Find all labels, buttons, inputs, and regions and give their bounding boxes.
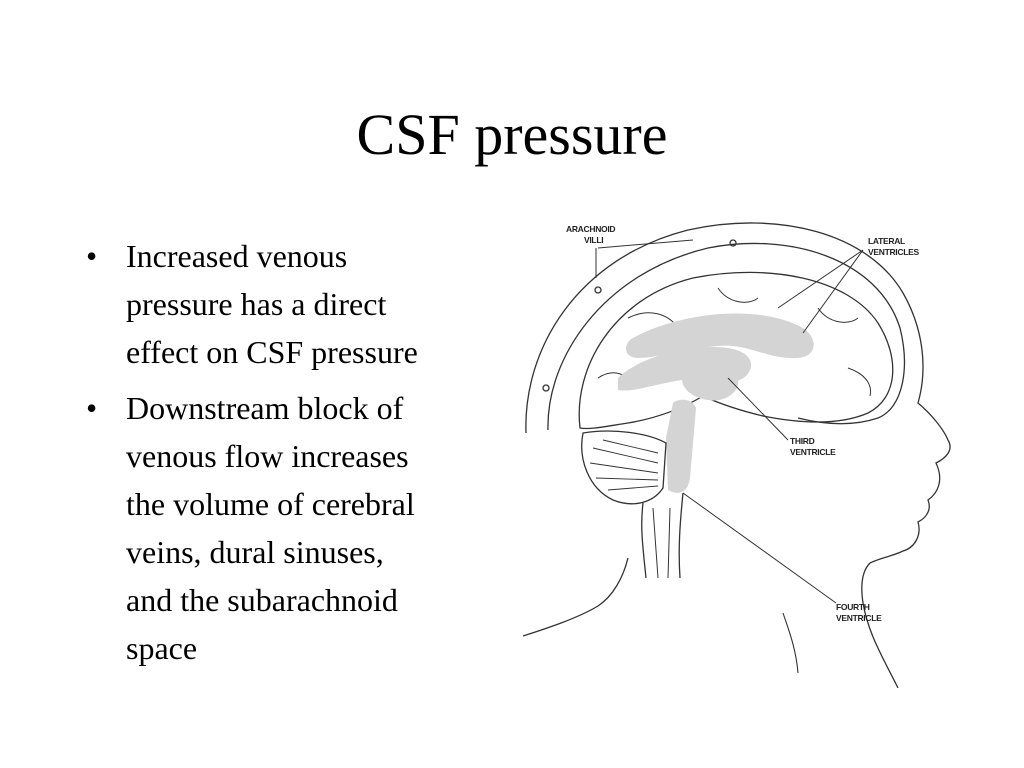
bullet-item: • Downstream block of venous flow increa… [86, 384, 516, 672]
bullet-marker: • [86, 390, 98, 426]
label-arachnoid-villi: ARACHNOID [566, 224, 615, 234]
skull-outline [547, 242, 906, 431]
aqueduct-shape [666, 399, 696, 493]
leader-line [595, 239, 694, 278]
label-fourth-ventricle: FOURTH [836, 602, 870, 612]
gyrus-line [717, 287, 759, 303]
villi-mark [542, 384, 550, 392]
brain-csf-diagram: ARACHNOID VILLI LATERAL VENTRICLES THIRD… [522, 222, 951, 688]
bullet-item: • Increased venous pressure has a direct… [86, 232, 516, 376]
brainstem-outline [641, 492, 684, 579]
bullet-line: Downstream block of [126, 390, 404, 426]
neck-back-outline [522, 557, 629, 637]
slide-title: CSF pressure [356, 102, 668, 167]
cerebellum-outline [581, 430, 667, 505]
label-lateral-ventricles: VENTRICLES [868, 247, 919, 257]
leader-line [682, 492, 837, 604]
bullet-line: and the subarachnoid [126, 582, 398, 618]
bullet-line: the volume of cerebral [126, 486, 415, 522]
bullet-line: Increased venous [126, 238, 348, 274]
label-arachnoid-villi: VILLI [584, 235, 603, 245]
villi-mark [594, 286, 602, 294]
label-third-ventricle: VENTRICLE [790, 447, 836, 457]
lateral-ventricle-shape [626, 313, 814, 359]
villi-mark [729, 239, 737, 247]
throat-outline [782, 612, 799, 674]
bullet-line: pressure has a direct [126, 286, 387, 322]
leader-line [777, 249, 864, 334]
label-fourth-ventricle: VENTRICLE [836, 613, 882, 623]
gyrus-line [817, 307, 859, 323]
bullet-list: • Increased venous pressure has a direct… [86, 232, 516, 680]
bullet-line: effect on CSF pressure [126, 334, 418, 370]
label-lateral-ventricles: LATERAL [868, 236, 905, 246]
third-ventricle-shape [682, 367, 739, 401]
bullet-line: space [126, 630, 198, 666]
head-profile-outline [525, 222, 951, 688]
bullet-line: veins, dural sinuses, [126, 534, 384, 570]
leader-line [727, 377, 789, 441]
cerebellum-folia [589, 439, 659, 491]
gyrus-line [847, 367, 872, 397]
label-third-ventricle: THIRD [790, 436, 815, 446]
spinal-cord-outline [652, 507, 671, 579]
brain-outline [578, 271, 894, 430]
bullet-marker: • [86, 238, 98, 274]
bullet-line: venous flow increases [126, 438, 409, 474]
